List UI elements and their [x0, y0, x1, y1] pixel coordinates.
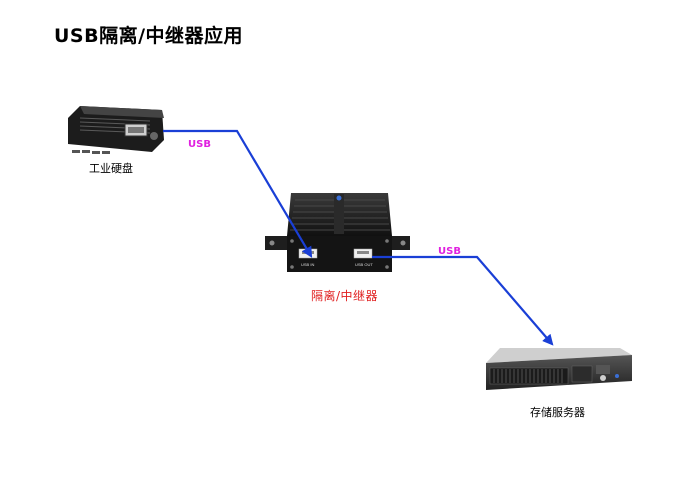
- server-label: 存储服务器: [530, 406, 585, 419]
- usb-out-port-label: USB OUT: [355, 262, 373, 267]
- usb-link-repeater-to-server: [372, 255, 554, 346]
- industrial-hdd-device: [68, 106, 164, 154]
- hdd-label: 工业硬盘: [89, 162, 133, 175]
- page-title: USB隔离/中继器应用: [54, 25, 244, 47]
- storage-server-device: [486, 348, 632, 390]
- repeater-device: USB IN USB OUT: [265, 193, 410, 272]
- repeater-label: 隔离/中继器: [311, 289, 379, 303]
- usb-link-label-2: USB: [438, 246, 461, 257]
- usb-in-port-label: USB IN: [301, 262, 314, 267]
- usb-link-hdd-to-repeater: [163, 129, 313, 258]
- usb-link-label-1: USB: [188, 139, 211, 150]
